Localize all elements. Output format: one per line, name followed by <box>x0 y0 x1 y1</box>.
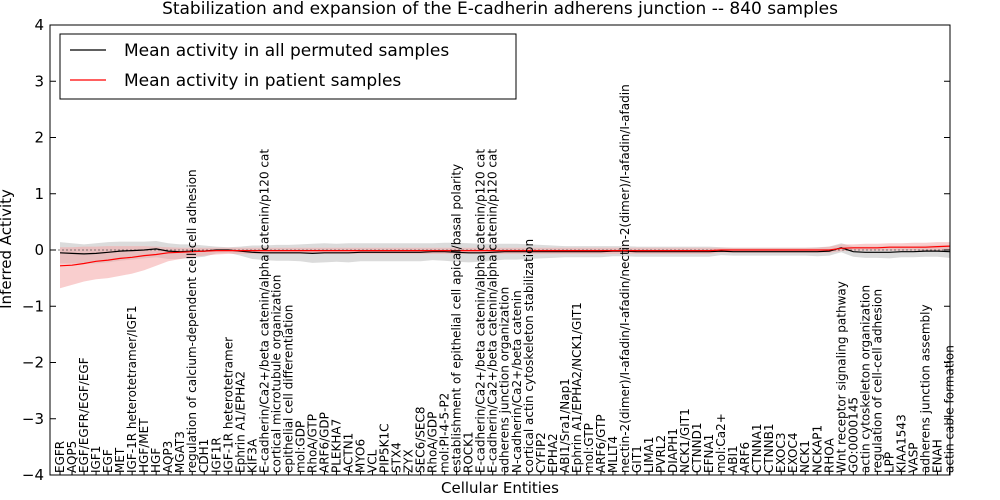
x-tick-label: nectin-2(dimer)/I-afadin/I-afadin/nectin… <box>618 84 632 473</box>
x-tick-label: ABI1 <box>726 445 740 473</box>
x-tick-label: epithelial cell differentiation <box>281 305 295 473</box>
y-tick-label: 1 <box>34 185 44 203</box>
x-tick-label: cortical microtubule organization <box>269 275 283 473</box>
x-tick-label: MET <box>113 447 127 473</box>
x-tick-label: PLEKHA7 <box>330 419 344 473</box>
x-tick-label: EXOC3 <box>774 433 788 474</box>
y-tick-label: −3 <box>22 410 44 428</box>
x-tick-label: CTNNA1 <box>750 423 764 473</box>
x-tick-label: LPP <box>882 452 896 473</box>
x-tick-label: LIMA1 <box>642 437 656 473</box>
x-tick-label: DIAPH1 <box>666 428 680 473</box>
y-tick-label: 4 <box>34 16 44 34</box>
x-tick-label: EPHA2 <box>546 433 560 473</box>
series-lines <box>59 245 950 267</box>
x-tick-label: regulation of cell-cell adhesion <box>870 289 884 473</box>
x-tick-label: GIT1 <box>630 445 644 473</box>
x-tick-label: PIP5K1C <box>378 423 392 473</box>
x-tick-label: ARF6/GDP <box>317 412 331 473</box>
x-tick-label: N-cadherin/Ca2+/beta catenin <box>510 290 524 473</box>
chart-title: Stabilization and expansion of the E-cad… <box>162 0 838 19</box>
x-tick-label: MGAT3 <box>173 431 187 473</box>
y-tick-label: 3 <box>34 72 44 90</box>
x-tick-label: E-cadherin/Ca2+/beta catenin/alpha caten… <box>257 149 271 473</box>
x-tick-label: EGF/EGFR/EGF/EGF <box>77 357 91 473</box>
x-tick-label: RhoA/GDP <box>426 412 440 473</box>
x-tick-label: KIAA1543 <box>894 414 908 473</box>
x-tick-label: KIF3A <box>245 438 259 473</box>
x-tick-label: Ephrin A1/EPHA2 <box>233 371 247 473</box>
x-tick-label: VASP <box>906 442 920 473</box>
x-tick-label: CTNNB1 <box>762 423 776 473</box>
x-tick-label: EGF <box>101 449 115 473</box>
x-tick-label: Wnt receptor signaling pathway <box>834 281 848 473</box>
x-tick-labels: EGFRAQP5EGF/EGFR/EGF/EGFIGF1EGFMETIGF-1R… <box>53 84 957 475</box>
y-tick-label: 0 <box>34 241 44 259</box>
x-tick-label: adherens junction assembly <box>918 304 932 473</box>
x-tick-label: IGF1R <box>209 437 223 473</box>
legend: Mean activity in all permuted samplesMea… <box>59 33 517 100</box>
line-series-2 <box>59 245 950 267</box>
x-tick-label: EFNA1 <box>702 434 716 473</box>
x-tick-label: CDH1 <box>197 439 211 473</box>
x-tick-label: NCK1 <box>798 440 812 473</box>
legend-label: Mean activity in patient samples <box>124 71 401 91</box>
x-tick-label: E-cadherin/Ca2+/beta catenin/alpha caten… <box>486 149 500 473</box>
x-tick-label: actin cytoskeleton organization <box>858 285 872 473</box>
x-tick-label: ZYX <box>402 449 416 473</box>
x-tick-label: CTNND1 <box>690 422 704 473</box>
x-tick-label: ARF6/GTP <box>594 414 608 473</box>
x-tick-label: HGF <box>149 448 163 473</box>
x-tick-label: cortical actin cytoskeleton stabilizatio… <box>522 239 536 473</box>
x-tick-label: IGF-1R heterotetramer <box>221 337 235 473</box>
band-series-2 <box>60 242 950 289</box>
x-tick-label: establishment of epithelial cell apical/… <box>450 164 464 473</box>
x-tick-label: ARF6 <box>738 442 752 473</box>
x-tick-label: adherens junction organization <box>498 287 512 473</box>
x-tick-label: ENAH <box>931 439 945 473</box>
x-tick-label: actin cable formation <box>943 345 957 473</box>
x-tick-label: CYFIP2 <box>534 432 548 473</box>
x-tick-label: VCL <box>366 449 380 473</box>
x-tick-label: IGF-1R heterotetramer/IGF1 <box>125 306 139 473</box>
x-tick-label: ACTN1 <box>342 433 356 473</box>
x-tick-label: ABI1/Sra1/Nap1 <box>558 378 572 473</box>
x-tick-label: EGFR <box>53 441 67 473</box>
x-tick-label: E-cadherin/Ca2+/beta catenin/alpha caten… <box>474 149 488 473</box>
x-tick-label: Ephrin A1/EPHA2/NCK1/GIT1 <box>570 302 584 473</box>
x-tick-label: MLLT4 <box>606 436 620 473</box>
y-tick-label: −2 <box>22 354 44 372</box>
y-axis-ticks: −4 −3 −2 −1 0 1 2 3 4 <box>22 16 950 484</box>
x-tick-label: NCK1/GIT1 <box>678 408 692 473</box>
y-tick-label: −4 <box>22 466 44 484</box>
x-tick-label: regulation of calcium-dependent cell-cel… <box>185 169 199 473</box>
x-tick-label: IGF1 <box>89 446 103 473</box>
x-tick-label: mol:GDP <box>293 421 307 473</box>
legend-label: Mean activity in all permuted samples <box>124 41 449 61</box>
x-tick-label: AQP3 <box>161 441 175 473</box>
y-tick-label: −1 <box>22 297 44 315</box>
x-tick-label: MYO6 <box>354 439 368 473</box>
x-tick-label: STX4 <box>390 442 404 473</box>
legend-box <box>59 33 517 100</box>
x-tick-label: AQP5 <box>65 441 79 473</box>
x-tick-label: ROCK1 <box>462 431 476 473</box>
x-axis-label: Cellular Entities <box>441 479 559 497</box>
x-tick-label: NCKAP1 <box>810 425 824 473</box>
x-tick-label: mol:Ca2+ <box>714 413 728 473</box>
x-tick-label: PVRL2 <box>654 435 668 473</box>
y-tick-label: 2 <box>34 129 44 147</box>
x-tick-label: EXOC4 <box>786 433 800 474</box>
x-tick-label: RhoA/GTP <box>305 414 319 473</box>
y-axis-label: Inferred Activity <box>0 189 15 309</box>
x-tick-label: GO:0000145 <box>846 397 860 473</box>
x-tick-label: RHOA <box>822 437 836 473</box>
x-tick-label: mol:GTP <box>582 423 596 473</box>
x-tick-label: SEC6/SEC8 <box>414 407 428 473</box>
x-tick-label: mol:PI-4-5-P2 <box>438 393 452 473</box>
x-tick-label: HGF/MET <box>137 418 151 473</box>
